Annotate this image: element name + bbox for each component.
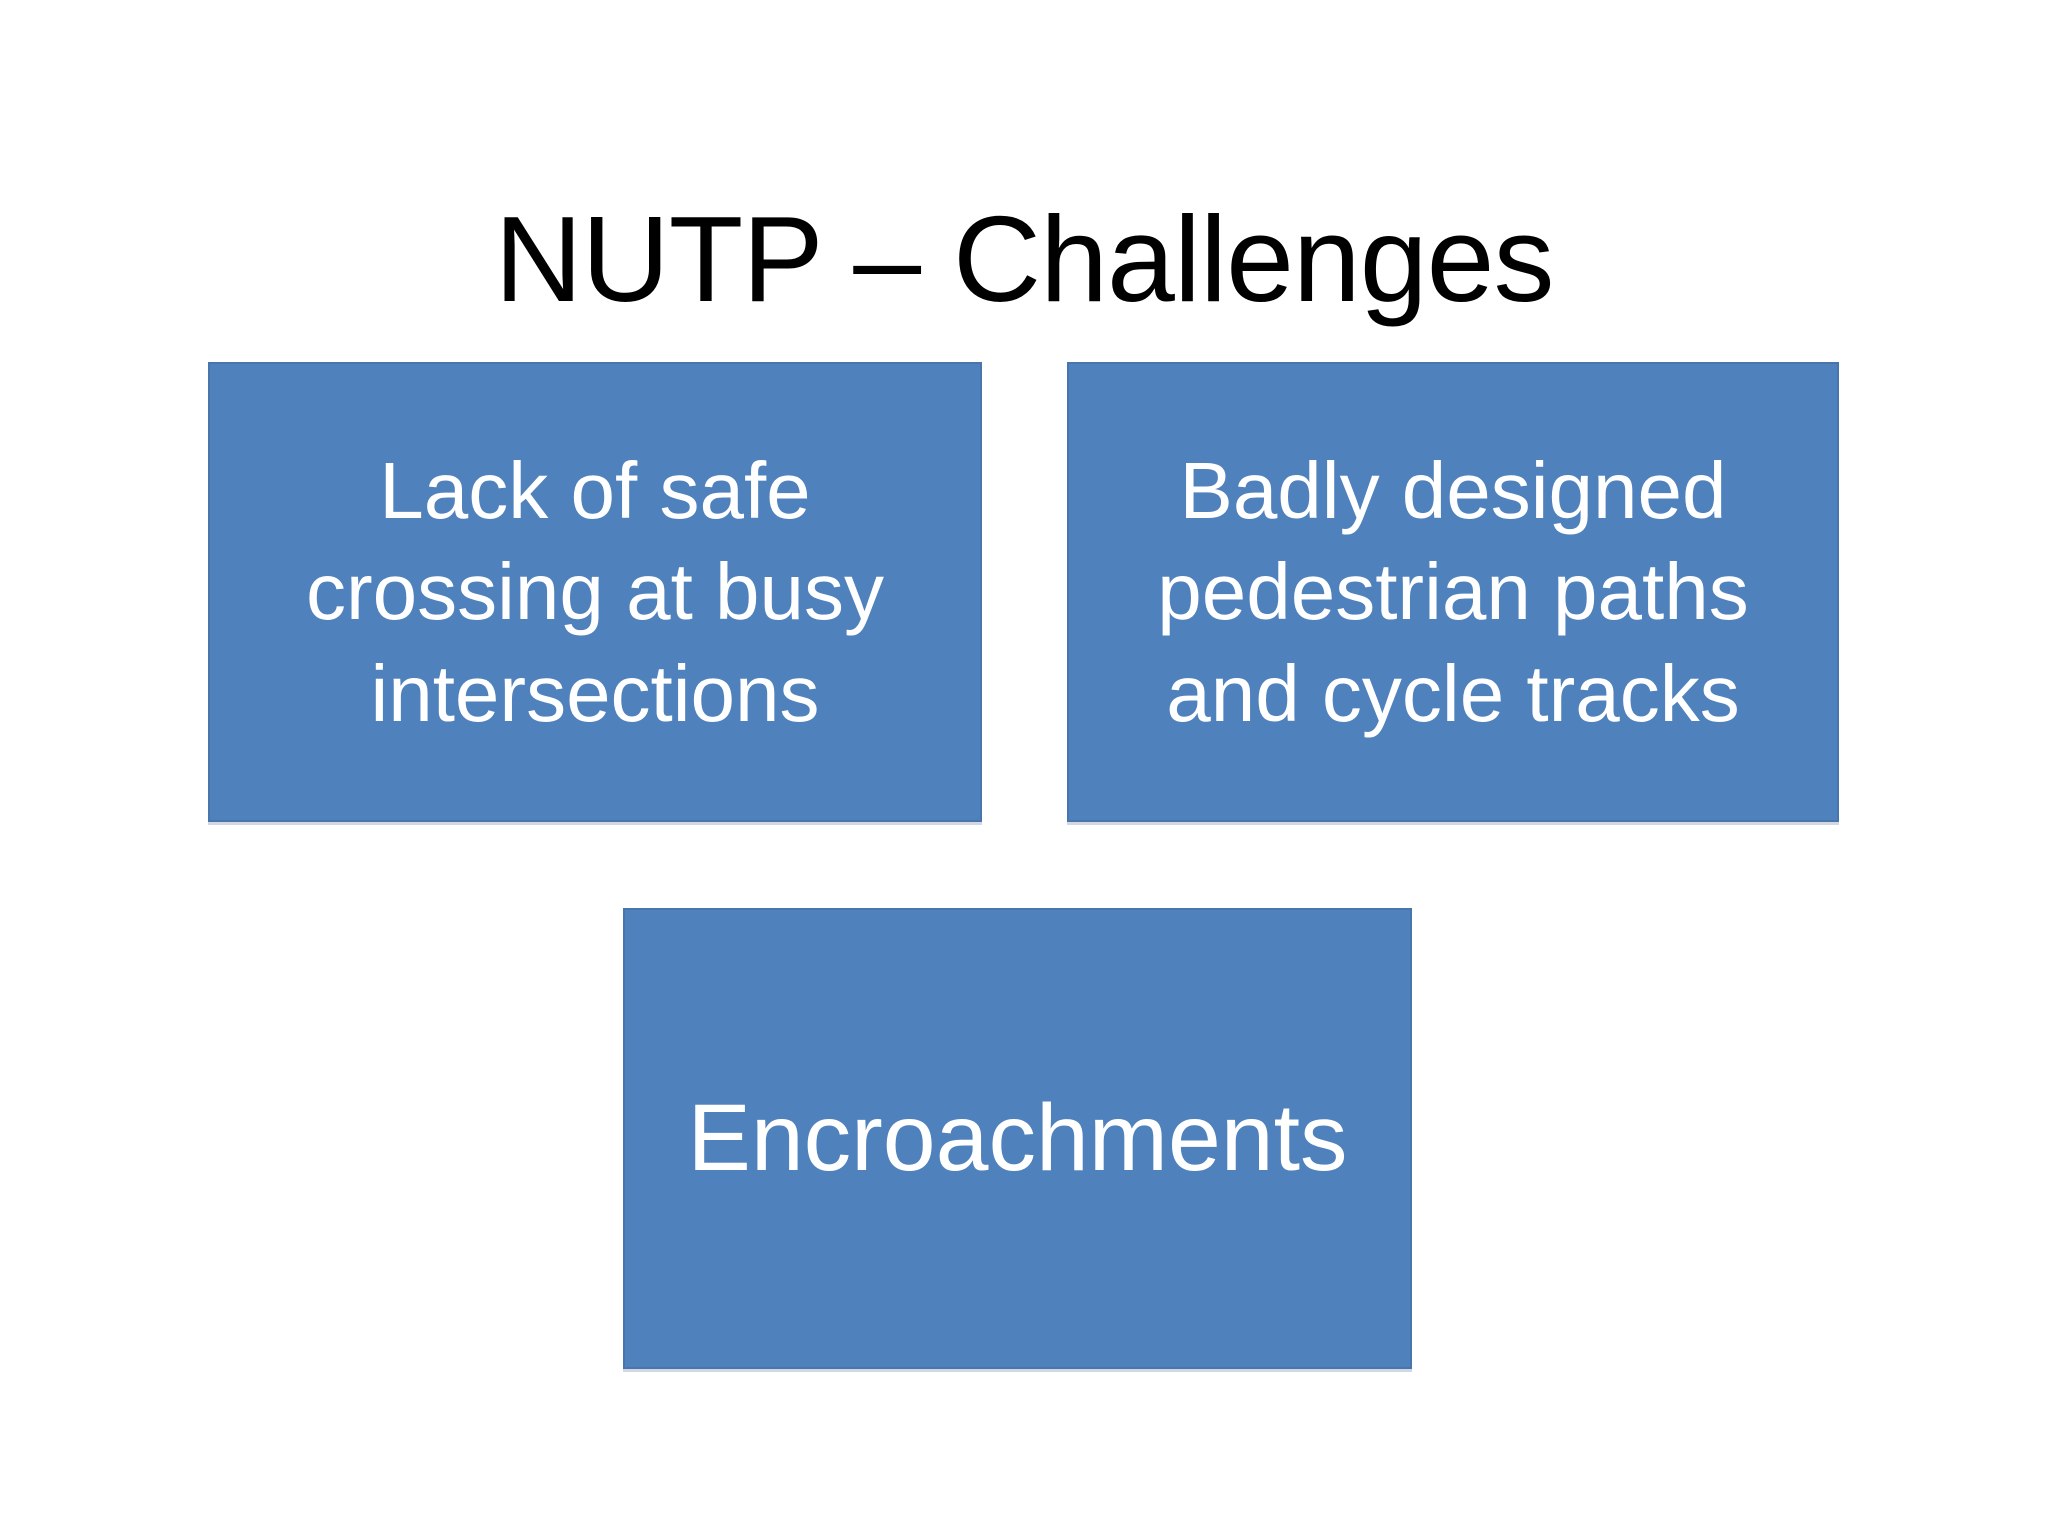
challenge-box-label: Lack of safe crossing at busy intersecti… bbox=[305, 445, 885, 738]
challenge-box-encroachments: Encroachments bbox=[623, 908, 1412, 1369]
challenge-box-badly-designed-paths: Badly designed pedestrian paths and cycl… bbox=[1067, 362, 1839, 822]
challenge-box-label: Encroachments bbox=[687, 1085, 1348, 1192]
challenge-box-label: Badly designed pedestrian paths and cycl… bbox=[1157, 445, 1749, 738]
challenge-box-lack-of-safe-crossing: Lack of safe crossing at busy intersecti… bbox=[208, 362, 982, 822]
slide-title: NUTP – Challenges bbox=[494, 190, 1555, 327]
